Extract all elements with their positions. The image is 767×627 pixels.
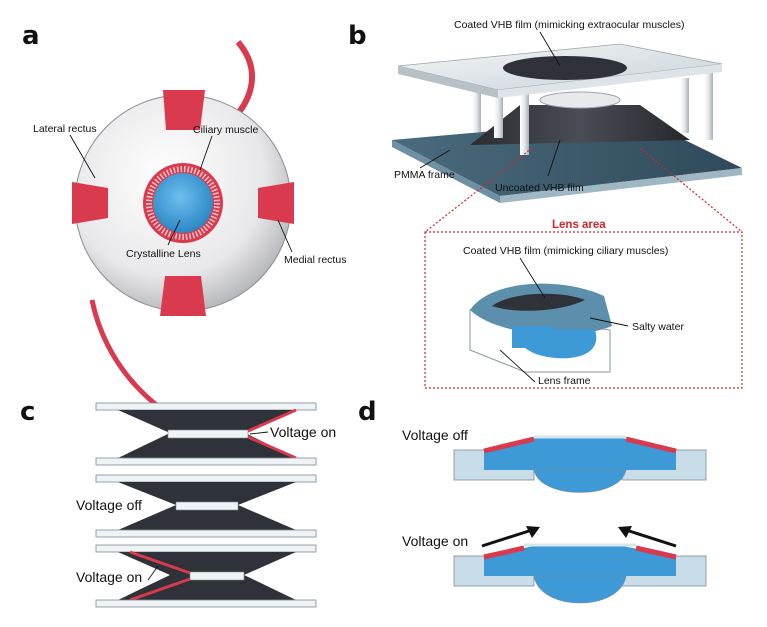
lateral-rectus-muscle (72, 182, 108, 224)
lens-ring (539, 91, 621, 109)
contraction-arrows (481, 526, 677, 548)
panel-b: b Coated VHB film (mimicking extraocular… (348, 19, 743, 389)
lens-voltage-on (453, 543, 707, 604)
post-1 (472, 70, 481, 132)
label-c-voltage-on-bottom: Voltage on (76, 569, 142, 585)
label-crystalline-lens: Crystalline Lens (126, 248, 201, 260)
label-coated-vhb-extraocular: Coated VHB film (mimicking extraocular m… (454, 19, 684, 31)
panel-a: a Lateral rectus Ciliary muscle Crystall… (22, 21, 346, 443)
medial-rectus-muscle (258, 182, 294, 224)
superior-rectus (163, 90, 205, 130)
label-salty-water: Salty water (632, 321, 684, 333)
label-c-voltage-on-top: Voltage on (270, 424, 336, 440)
label-c-voltage-off: Voltage off (76, 497, 142, 513)
post-4 (680, 78, 689, 133)
panel-c: c Voltage on Voltage off Voltage on (20, 397, 336, 608)
label-medial-rectus: Medial rectus (284, 254, 346, 266)
ciliary-fibers (146, 166, 220, 240)
post-5 (704, 72, 713, 140)
label-lens-area: Lens area (552, 219, 606, 231)
panel-a-letter: a (22, 21, 40, 51)
panel-d-letter: d (358, 397, 377, 427)
label-d-voltage-on: Voltage on (402, 533, 468, 549)
lens-voltage-off (453, 435, 707, 493)
label-d-voltage-off: Voltage off (402, 427, 468, 443)
panel-c-letter: c (20, 397, 35, 427)
inferior-rectus (160, 276, 206, 316)
label-lateral-rectus: Lateral rectus (33, 123, 97, 135)
label-uncoated-vhb: Uncoated VHB film (495, 182, 584, 194)
lens-area-box (424, 231, 743, 389)
label-ciliary-muscle: Ciliary muscle (193, 124, 259, 136)
panel-b-letter: b (348, 21, 367, 51)
label-lens-frame: Lens frame (538, 375, 591, 387)
crystalline-lens (153, 173, 213, 233)
label-pmma-frame: PMMA frame (394, 169, 455, 181)
label-coated-vhb-ciliary: Coated VHB film (mimicking ciliary muscl… (463, 245, 668, 257)
coated-vhb-top-film (503, 56, 627, 80)
panel-d: d Voltage off Vol (358, 397, 707, 604)
post-2 (494, 78, 503, 138)
post-3 (520, 80, 529, 155)
